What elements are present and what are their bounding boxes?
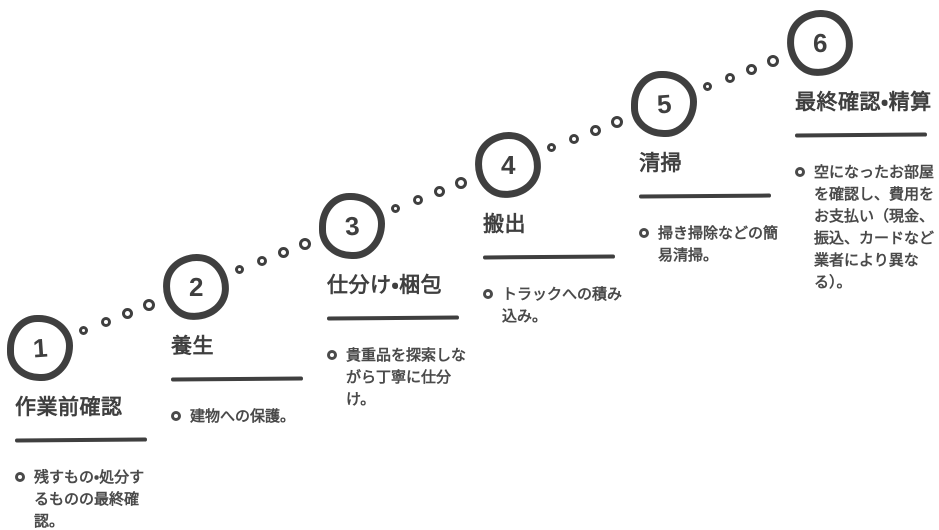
connector-dot xyxy=(143,299,156,312)
bullet-dot-icon xyxy=(327,350,337,360)
title-underline xyxy=(794,132,928,138)
title-underline xyxy=(326,315,460,321)
step-6: 6 最終確認・精算 空になったお部屋を確認し、費用をお支払い（現金、振込、カード… xyxy=(784,7,935,294)
step-5-number: 5 xyxy=(655,88,673,119)
step-5-circle: 5 xyxy=(631,71,697,137)
step-4-circle: 4 xyxy=(472,129,544,201)
step-4-number: 4 xyxy=(500,149,516,180)
title-underline xyxy=(170,376,304,382)
bullet-dot-icon xyxy=(795,167,805,177)
connector-dot xyxy=(455,177,468,190)
step-1-bullet: 残すもの・処分するものの最終確認。 xyxy=(15,467,155,530)
title-underline xyxy=(482,254,616,260)
step-1-title: 作業前確認 xyxy=(15,396,123,419)
title-underline xyxy=(638,193,772,199)
step-3-circle: 3 xyxy=(319,193,385,259)
step-2-circle: 2 xyxy=(160,251,232,323)
step-2-title: 養生 xyxy=(171,335,214,358)
step-3-title: 仕分け・梱包 xyxy=(327,274,443,297)
step-6-bullet: 空になったお部屋を確認し、費用をお支払い（現金、振込、カードなど業者により異なる… xyxy=(795,162,935,294)
bullet-text: 残すもの・処分するものの最終確認。 xyxy=(34,469,145,530)
bullet-dot-icon xyxy=(639,228,649,238)
bullet-dot-icon xyxy=(171,411,181,421)
step-3-bullet: 貴重品を探索しながら丁寧に仕分け。 xyxy=(327,345,467,411)
title-underline xyxy=(14,437,148,443)
step-5-title: 清掃 xyxy=(639,152,682,175)
bullet-text: 掃き掃除などの簡易清掃。 xyxy=(658,225,779,264)
step-4-title: 搬出 xyxy=(483,213,526,236)
bullet-text: 空になったお部屋を確認し、費用をお支払い（現金、振込、カードなど業者により異なる… xyxy=(814,164,935,291)
step-6-number: 6 xyxy=(812,27,828,58)
bullet-text: トラックへの積み込み。 xyxy=(502,286,623,325)
step-4-bullet: トラックへの積み込み。 xyxy=(483,284,623,328)
step-3: 3 仕分け・梱包 貴重品を探索しながら丁寧に仕分け。 xyxy=(319,193,467,411)
step-3-number: 3 xyxy=(343,210,361,241)
step-1-circle: 1 xyxy=(7,315,73,381)
step-2-bullet: 建物への保護。 xyxy=(171,406,295,428)
bullet-text: 貴重品を探索しながら丁寧に仕分け。 xyxy=(346,347,467,408)
step-1: 1 作業前確認 残すもの・処分するものの最終確認。 xyxy=(7,315,155,530)
connector-dot xyxy=(299,238,312,251)
step-5-bullet: 掃き掃除などの簡易清掃。 xyxy=(639,223,779,267)
connector-dot xyxy=(767,55,780,68)
step-1-number: 1 xyxy=(31,332,49,363)
step-6-title: 最終確認・精算 xyxy=(795,91,932,114)
step-4: 4 搬出 トラックへの積み込み。 xyxy=(472,129,623,328)
step-5: 5 清掃 掃き掃除などの簡易清掃。 xyxy=(631,71,779,267)
connector-dot xyxy=(611,116,624,129)
bullet-dot-icon xyxy=(15,472,25,482)
bullet-text: 建物への保護。 xyxy=(190,408,296,425)
step-2-number: 2 xyxy=(188,271,204,302)
step-6-circle: 6 xyxy=(784,7,856,79)
bullet-dot-icon xyxy=(483,289,493,299)
step-2: 2 養生 建物への保護。 xyxy=(160,251,311,428)
